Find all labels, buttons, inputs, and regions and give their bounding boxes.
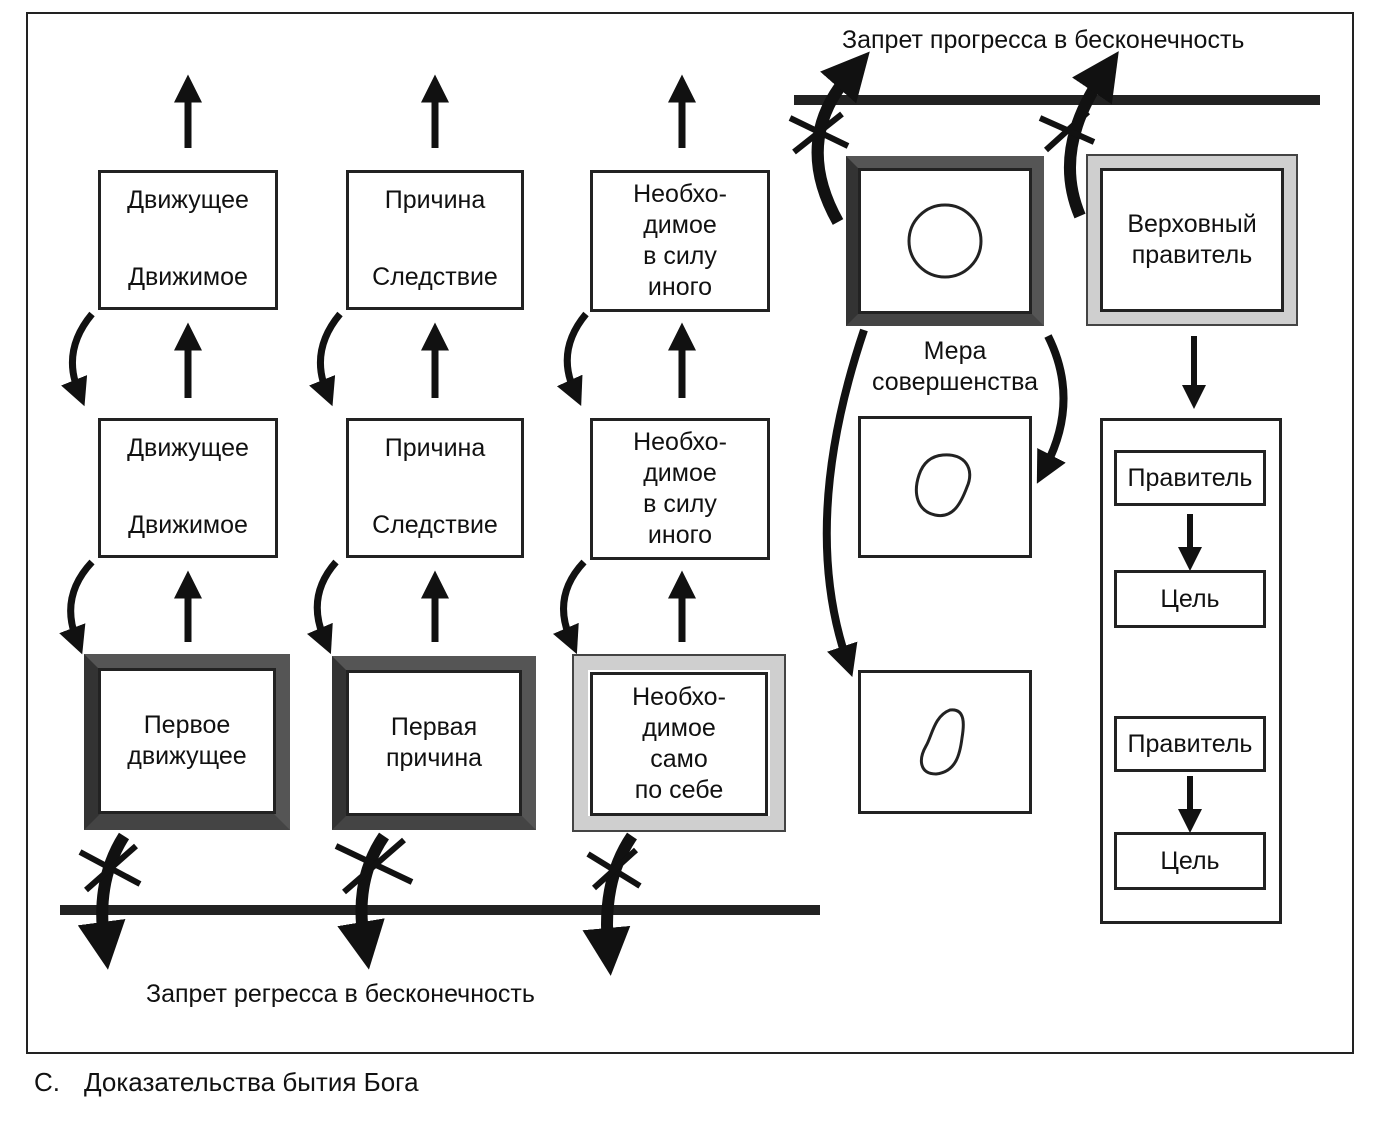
mover-moved-box-middle: Движущее Движимое xyxy=(98,418,278,558)
figure-frame xyxy=(26,12,1354,1054)
down-curve-arrow xyxy=(61,311,95,407)
necessary-in-itself-box: Необхо- димое само по себе xyxy=(590,672,768,816)
effect-label: Следствие xyxy=(372,263,498,291)
progress-cross-marks xyxy=(788,109,1096,155)
ruler-box-2: Правитель xyxy=(1114,716,1266,772)
first-cause-box: Первая причина xyxy=(346,670,522,816)
ruler-box-1: Правитель xyxy=(1114,450,1266,506)
moved-label: Движимое xyxy=(128,511,248,539)
cause-effect-box-middle: Причина Следствие xyxy=(346,418,524,558)
down-curve-arrow xyxy=(552,559,587,655)
regress-arrow xyxy=(582,832,638,976)
mover-label: Движущее xyxy=(127,186,249,214)
first-mover-box: Первое движущее xyxy=(98,668,276,814)
necessary-by-other-box-top: Необхо- димое в силу иного xyxy=(590,170,770,312)
regress-arrow xyxy=(337,832,390,970)
mover-label: Движущее xyxy=(127,434,249,462)
measure-label-line1: Мера xyxy=(923,337,987,365)
goal-box-2: Цель xyxy=(1114,832,1266,890)
necessity-line: димое xyxy=(643,459,717,487)
ruler-label: Правитель xyxy=(1127,729,1253,758)
regress-prohibition-label: Запрет регресса в бесконечность xyxy=(146,980,535,1008)
necessity-line: Необхо- xyxy=(633,180,727,208)
necessity-line: димое xyxy=(642,714,716,742)
supreme-ruler-line1: Верховный xyxy=(1127,210,1257,238)
progress-prohibition-label: Запрет прогресса в бесконечность xyxy=(842,26,1245,54)
goal-label: Цель xyxy=(1160,846,1220,875)
measure-label-line2: совершенства xyxy=(871,368,1039,396)
progress-arrow xyxy=(1064,51,1119,219)
ruler-label: Правитель xyxy=(1127,463,1253,492)
necessity-line: иного xyxy=(647,521,713,549)
down-curve-arrow xyxy=(309,311,343,407)
perfection-bottom-box xyxy=(858,670,1032,814)
figure-caption: C. Доказательства бытия Бога xyxy=(34,1067,419,1098)
perfect-circle-shape xyxy=(907,203,983,279)
first-mover-line1: Первое xyxy=(143,711,231,739)
necessity-line: иного xyxy=(647,273,713,301)
irregular-blob-shape xyxy=(914,453,972,518)
measure-of-perfection-label: Мера совершенства xyxy=(850,336,1060,398)
supreme-ruler-line2: правитель xyxy=(1131,241,1253,269)
supreme-ruler-box: Верховный правитель xyxy=(1100,168,1284,312)
moved-label: Движимое xyxy=(128,263,248,291)
cause-effect-box-top: Причина Следствие xyxy=(346,170,524,310)
mover-moved-box-top: Движущее Движимое xyxy=(98,170,278,310)
necessity-line: Необхо- xyxy=(633,428,727,456)
perfection-arrow xyxy=(1036,334,1068,484)
necessity-line: по себе xyxy=(634,776,724,804)
necessity-line: само xyxy=(650,745,708,773)
down-curve-arrow xyxy=(306,559,339,655)
small-blob-shape xyxy=(919,708,965,776)
goal-label: Цель xyxy=(1160,584,1220,613)
necessary-by-other-box-middle: Необхо- димое в силу иного xyxy=(590,418,770,560)
first-cause-line2: причина xyxy=(385,744,483,772)
first-mover-line2: движущее xyxy=(127,742,247,770)
regress-arrow xyxy=(77,832,130,970)
figure-letter: C. xyxy=(34,1067,60,1097)
figure-title: Доказательства бытия Бога xyxy=(84,1067,419,1097)
goal-box-1: Цель xyxy=(1114,570,1266,628)
necessity-line: Необхо- xyxy=(632,683,726,711)
regress-cross-marks xyxy=(78,837,642,895)
cause-label: Причина xyxy=(384,434,486,462)
down-curve-arrow xyxy=(59,559,95,655)
necessity-line: в силу xyxy=(643,490,717,518)
governance-container xyxy=(1100,418,1282,924)
perfection-top-box xyxy=(858,168,1032,314)
effect-label: Следствие xyxy=(372,511,498,539)
cause-label: Причина xyxy=(384,186,486,214)
progress-arrow xyxy=(811,51,870,225)
perfection-arrow xyxy=(822,328,868,677)
necessity-line: димое xyxy=(643,211,717,239)
down-curve-arrow xyxy=(556,311,589,406)
necessity-line: в силу xyxy=(643,242,717,270)
first-cause-line1: Первая xyxy=(390,713,478,741)
perfection-middle-box xyxy=(858,416,1032,558)
